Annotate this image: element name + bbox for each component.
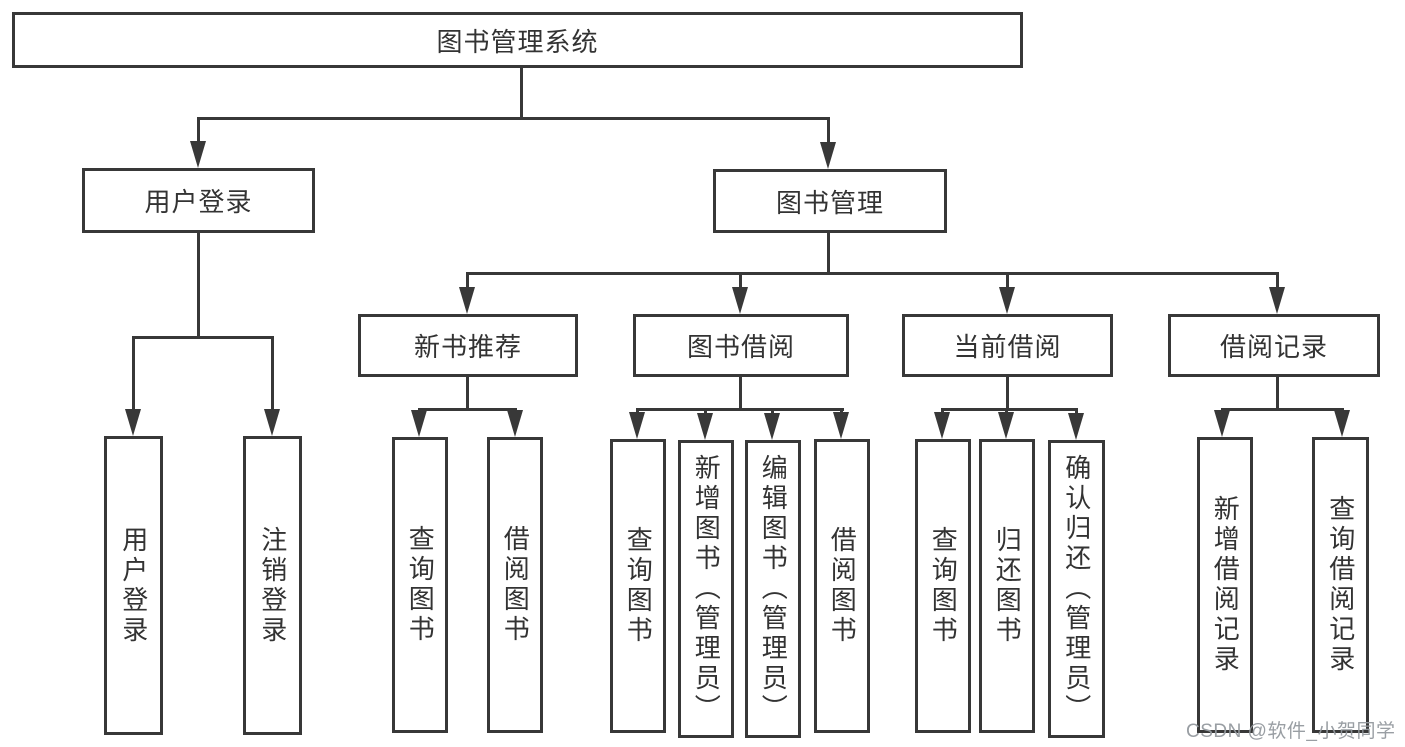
leaf-query-borrow-record: 查询借阅记录 [1312,437,1369,733]
arrowhead-icon [264,409,280,436]
arrow-shaft [827,117,830,146]
arrowhead-icon [507,410,523,437]
connector-stem [1006,377,1009,411]
node-label: 当前借阅 [953,332,1062,362]
arrowhead-icon [1068,413,1084,440]
arrowhead-icon [411,410,427,437]
arrow-shaft [739,272,742,290]
arrowhead-icon [1269,287,1285,314]
connector-stem [1276,377,1279,411]
connector-rail [941,408,1078,411]
node-label: 借阅记录 [1219,332,1328,362]
node-label: 查询图书 [623,526,654,646]
connector-stem [466,377,469,411]
arrow-shaft [1006,272,1009,290]
arrowhead-icon [1214,410,1230,437]
node-label: 图书管理系统 [436,26,599,57]
arrowhead-icon [1334,410,1350,437]
connector-rail [418,408,517,411]
connector-rail [466,272,1278,275]
leaf-edit-books-admin: 编辑图书（管理员） [745,440,801,738]
node-label: 用户登录 [118,525,149,646]
connector-rail [197,117,830,120]
node-label: 图书借阅 [686,332,795,362]
arrow-shaft [1075,408,1078,416]
arrowhead-icon [190,141,206,168]
leaf-query-books-recommend: 查询图书 [392,437,448,733]
node-label: 归还图书 [992,526,1023,646]
arrow-shaft [771,408,774,416]
leaf-logout: 注销登录 [243,436,302,735]
arrow-shaft [271,336,274,414]
node-label: 查询图书 [405,525,436,645]
arrowhead-icon [764,413,780,440]
connector-rail [636,408,844,411]
arrowhead-icon [125,409,141,436]
node-book-borrow: 图书借阅 [633,314,849,377]
connector-stem [197,233,200,339]
leaf-add-borrow-record: 新增借阅记录 [1197,437,1253,733]
arrow-shaft [1276,272,1279,290]
connector-rail [1221,408,1344,411]
arrow-shaft [704,408,707,416]
leaf-return-books: 归还图书 [979,439,1035,733]
leaf-add-books-admin: 新增图书（管理员） [678,440,734,738]
node-label: 新增图书（管理员） [691,454,722,724]
node-label: 编辑图书（管理员） [758,454,789,724]
arrow-shaft [466,272,469,290]
leaf-confirm-return-admin: 确认归还（管理员） [1048,440,1105,738]
leaf-query-books-current: 查询图书 [915,439,971,733]
arrowhead-icon [999,287,1015,314]
node-label: 确认归还（管理员） [1061,454,1092,724]
csdn-watermark: CSDN @软件_小贺同学 [1186,721,1396,742]
node-label: 图书管理 [775,187,884,218]
node-label: 用户登录 [144,187,253,217]
node-label: 借阅图书 [827,526,858,646]
leaf-borrow-books-recommend: 借阅图书 [487,437,543,733]
arrow-shaft [132,336,135,414]
node-new-book-recommend: 新书推荐 [358,314,578,377]
arrowhead-icon [998,412,1014,439]
leaf-user-login: 用户登录 [104,436,163,735]
node-user-login: 用户登录 [82,168,315,233]
node-label: 新增借阅记录 [1210,495,1241,675]
connector-stem [739,377,742,411]
leaf-borrow-books: 借阅图书 [814,439,870,733]
arrowhead-icon [732,287,748,314]
node-root-library-system: 图书管理系统 [12,12,1023,68]
leaf-query-books-borrow: 查询图书 [610,439,666,733]
arrowhead-icon [697,413,713,440]
node-current-borrow: 当前借阅 [902,314,1113,377]
node-book-management: 图书管理 [713,169,947,233]
arrowhead-icon [934,412,950,439]
connector-stem [520,68,523,120]
node-label: 注销登录 [257,525,288,646]
arrowhead-icon [820,142,836,169]
node-borrow-records: 借阅记录 [1168,314,1380,377]
arrowhead-icon [833,412,849,439]
node-label: 查询图书 [928,526,959,646]
arrowhead-icon [629,412,645,439]
connector-rail [132,336,274,339]
connector-stem [827,233,830,275]
arrow-shaft [197,117,200,146]
node-label: 借阅图书 [500,525,531,645]
node-label: 查询借阅记录 [1325,495,1356,675]
node-label: 新书推荐 [413,332,522,362]
arrowhead-icon [459,287,475,314]
